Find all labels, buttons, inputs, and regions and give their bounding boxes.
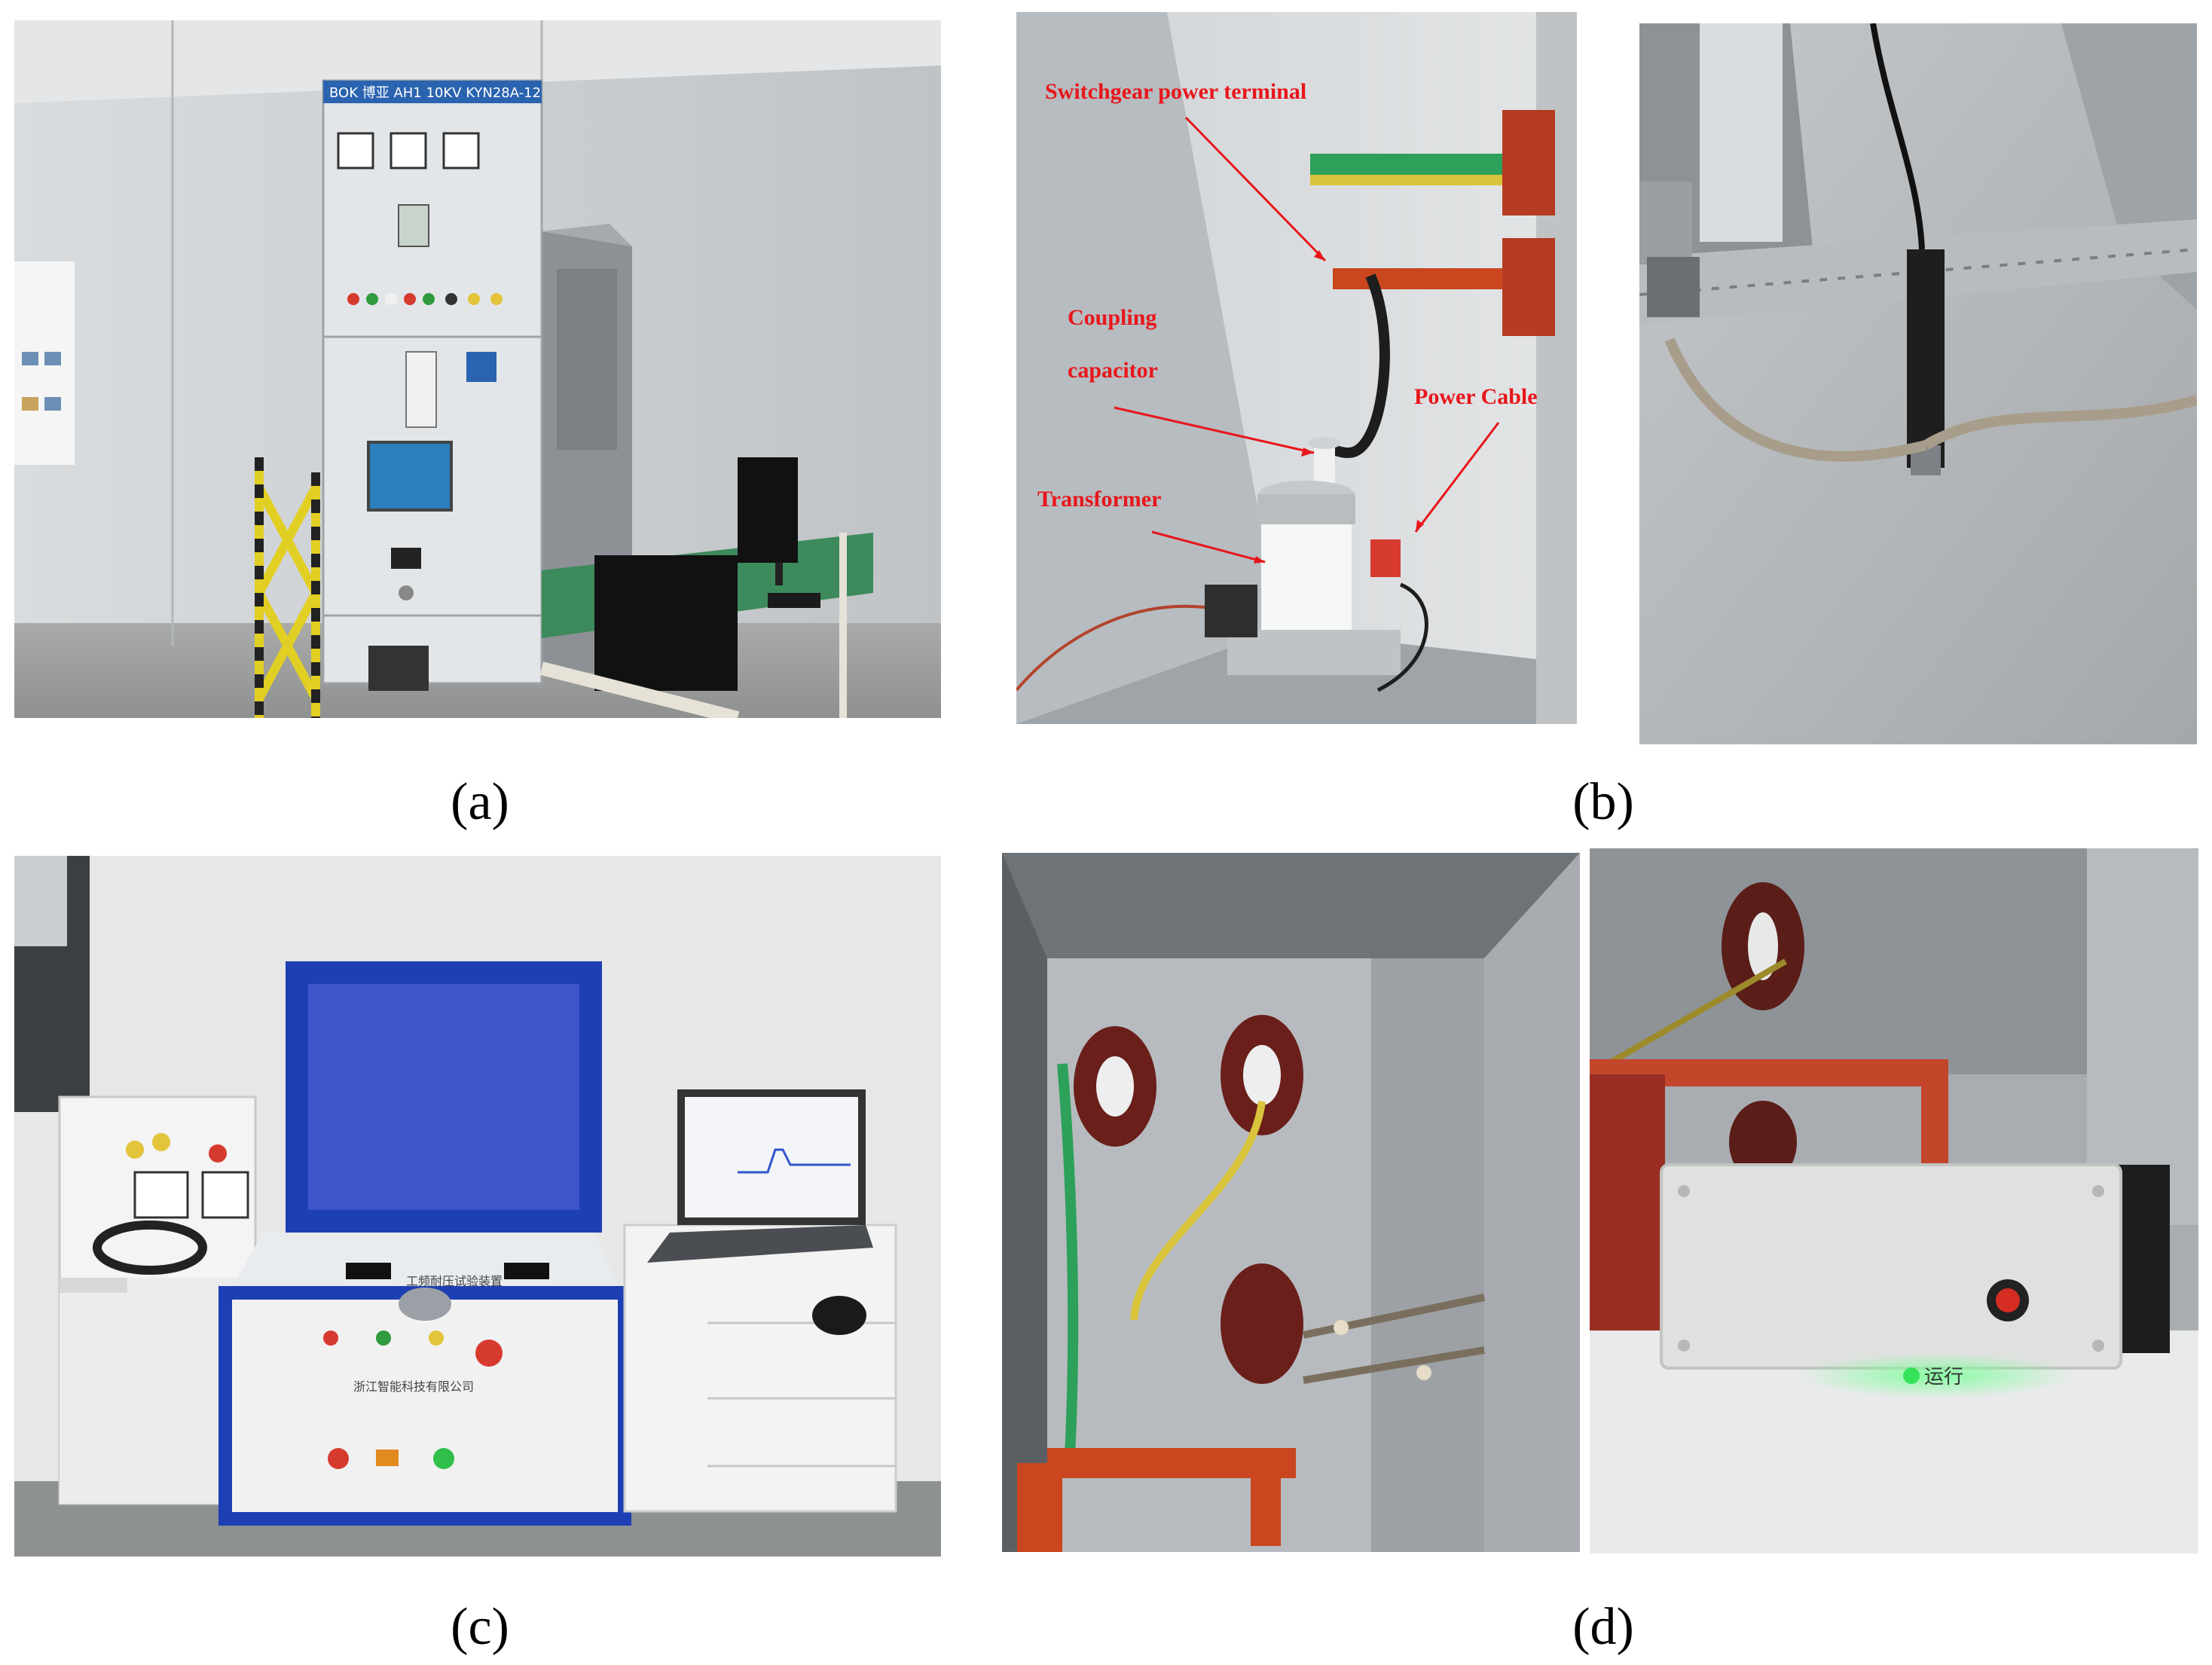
- photo-b-closeup-illustration: [1639, 23, 2197, 744]
- photo-c-illustration: 工频耐压试验装置 浙江智能科技有限公司: [14, 856, 941, 1557]
- photo-d-device-illustration: 运行: [1590, 848, 2198, 1553]
- photo-b-test-setup: Switchgear power terminal Coupling capac…: [1016, 12, 1577, 724]
- caption-b: (b): [1572, 773, 1634, 831]
- label-power-cable: Power Cable: [1414, 384, 1538, 409]
- photo-c-hv-test-equipment: 工频耐压试验装置 浙江智能科技有限公司: [14, 856, 941, 1557]
- panel-c-device-title: 工频耐压试验装置: [406, 1274, 503, 1288]
- photo-b-sensor-closeup: [1639, 23, 2197, 744]
- photo-a-switchgear-room: BOK 博亚 AH1 10KV KYN28A-12: [14, 20, 941, 718]
- photo-b-illustration: Switchgear power terminal Coupling capac…: [1016, 12, 1577, 724]
- caption-a: (a): [451, 773, 509, 831]
- label-coupling-capacitor-line1: Coupling: [1068, 305, 1156, 330]
- photo-d-monitor-device: 运行: [1590, 848, 2198, 1553]
- photo-d-cabinet-interior: [1002, 853, 1580, 1552]
- status-led-label: 运行: [1924, 1366, 1963, 1389]
- label-coupling-capacitor-line2: capacitor: [1068, 358, 1158, 383]
- status-led: [1903, 1367, 1920, 1384]
- caption-c: (c): [451, 1598, 509, 1656]
- label-switchgear-power-terminal: Switchgear power terminal: [1045, 79, 1306, 104]
- label-transformer: Transformer: [1037, 487, 1161, 512]
- panel-c-company: 浙江智能科技有限公司: [353, 1379, 474, 1394]
- svg-text:BOK 博亚 AH1 10KV KYN28A-12: BOK 博亚 AH1 10KV KYN28A-12: [329, 85, 541, 101]
- photo-a-illustration: BOK 博亚 AH1 10KV KYN28A-12: [14, 20, 941, 718]
- caption-d: (d): [1572, 1598, 1634, 1656]
- photo-d-interior-illustration: [1002, 853, 1580, 1552]
